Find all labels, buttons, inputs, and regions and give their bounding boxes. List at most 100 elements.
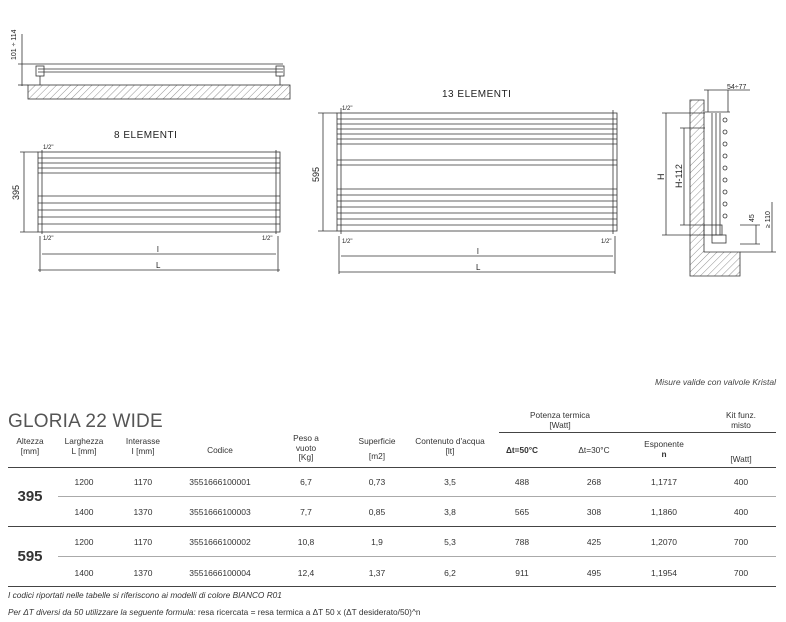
footnote-formula: Per ΔT diversi da 50 utilizzare la segue… (8, 607, 420, 617)
side-H-dim: H (656, 174, 666, 181)
col-interasse-label: Interasse (125, 436, 161, 446)
col-superficie: Superficie [m2] (346, 436, 408, 461)
col-esponente-label: Esponente (644, 439, 684, 449)
product-title: GLORIA 22 WIDE (8, 411, 163, 432)
cell-esponente: 1,2070 (651, 537, 677, 547)
cell-dt30: 268 (586, 477, 602, 487)
cell-dt50: 911 (515, 568, 529, 578)
cell-dt50: 565 (514, 507, 530, 517)
large-half-inch-br: 1/2" (601, 239, 611, 245)
cell-codice: 3551666100004 (189, 568, 251, 578)
col-dt30-label: Δt=30°C (578, 445, 610, 455)
col-peso-line1: Peso a (293, 433, 319, 443)
cell-contenuto: 5,3 (444, 537, 456, 547)
cell-kit: 400 (733, 507, 749, 517)
small-half-inch-br: 1/2" (262, 236, 272, 242)
col-contenuto: Contenuto d'acqua [lt] (410, 436, 490, 456)
cell-esponente: 1,1860 (651, 507, 677, 517)
cell-larghezza: 1200 (74, 537, 94, 547)
col-larghezza: Larghezza L [mm] (58, 436, 110, 456)
small-radiator-drawing (20, 150, 281, 272)
cell-superficie: 0,73 (368, 477, 386, 487)
col-superficie-label: Superficie (358, 436, 396, 446)
col-kit-unit: [Watt] (730, 454, 752, 464)
col-codice: Codice (180, 445, 260, 456)
col-esponente-n: n (661, 448, 667, 459)
footnote-codes: I codici riportati nelle tabelle si rife… (8, 590, 282, 600)
table-top-line (499, 432, 776, 433)
cell-interasse: 1370 (133, 568, 153, 578)
footnote-formula-expression: resa ricercata = resa termica a ΔT 50 x … (198, 607, 421, 617)
col-codice-label: Codice (207, 445, 233, 455)
col-esponente: Esponente n (636, 439, 692, 459)
cell-larghezza: 1200 (74, 477, 94, 487)
cell-superficie: 1,37 (368, 568, 386, 578)
cell-kit: 700 (733, 568, 749, 578)
col-larghezza-label: Larghezza (64, 436, 104, 446)
group-divider (8, 526, 776, 527)
large-radiator-label: 13 ELEMENTI (442, 89, 511, 100)
cell-contenuto: 3,8 (444, 507, 456, 517)
col-peso: Peso a vuoto [Kg] (284, 433, 328, 463)
group-height-395: 395 (17, 488, 43, 505)
measurement-note: Misure valide con valvole Kristal (655, 377, 776, 387)
side-110-dim: ≥ 110 (765, 211, 772, 228)
col-dt50: Δt=50°C (496, 445, 548, 456)
top-dim-label: 101 ÷ 114 (11, 29, 18, 60)
cell-larghezza: 1400 (74, 568, 94, 578)
col-altezza-unit: [mm] (20, 445, 40, 456)
large-half-inch-bl: 1/2" (342, 239, 352, 245)
cell-kit: 400 (733, 477, 749, 487)
cell-dt50: 488 (514, 477, 530, 487)
kit-line1: Kit funz. (726, 410, 756, 420)
footnote-formula-intro: Per ΔT diversi da 50 utilizzare la segue… (8, 607, 199, 617)
cell-peso: 12,4 (297, 568, 315, 578)
table-bottom-line (8, 586, 776, 587)
top-view-drawing (18, 34, 291, 100)
cell-superficie: 0,85 (368, 507, 386, 517)
large-half-inch-top: 1/2" (342, 106, 352, 112)
col-altezza: Altezza [mm] (8, 436, 52, 456)
col-altezza-label: Altezza (16, 436, 44, 446)
cell-esponente: 1,1717 (651, 477, 677, 487)
cell-kit: 700 (733, 537, 749, 547)
side-depth-dim: 54÷77 (727, 84, 747, 91)
cell-dt30: 495 (586, 568, 602, 578)
cell-interasse: 1370 (133, 507, 153, 517)
large-height-dim: 595 (311, 167, 321, 182)
large-dim-l: l (477, 247, 479, 256)
small-half-inch-bl: 1/2" (43, 236, 53, 242)
col-peso-line2: vuoto (295, 442, 317, 453)
cell-larghezza: 1400 (74, 507, 94, 517)
col-interasse: Interasse I [mm] (118, 436, 168, 456)
potenza-super-header: Potenza termica [Watt] (500, 410, 620, 430)
cell-dt30: 308 (586, 507, 602, 517)
potenza-line2: [Watt] (549, 420, 571, 430)
cell-contenuto: 6,2 (444, 568, 456, 578)
cell-codice: 3551666100003 (189, 507, 251, 517)
col-interasse-unit: I [mm] (131, 445, 155, 456)
small-half-inch-top: 1/2" (43, 145, 53, 151)
header-bottom-line (8, 467, 776, 468)
col-superficie-unit: [m2] (368, 450, 386, 461)
row-divider (58, 496, 776, 497)
col-contenuto-label: Contenuto d'acqua (415, 436, 485, 446)
group-height-595: 595 (17, 548, 43, 565)
large-dim-L: L (476, 263, 481, 272)
side-view-drawing (662, 89, 776, 277)
cell-interasse: 1170 (133, 537, 153, 547)
technical-drawings: 101 ÷ 114 8 ELEMENTI 395 1/2" 1/2" 1/2" … (11, 29, 776, 277)
kit-super-header: Kit funz. misto (713, 410, 769, 430)
cell-superficie: 1,9 (371, 537, 383, 547)
side-45-dim: 45 (749, 214, 756, 222)
side-H112-dim: H-112 (674, 164, 684, 188)
cell-codice: 3551666100002 (189, 537, 251, 547)
cell-peso: 7,7 (300, 507, 312, 517)
cell-dt30: 425 (586, 537, 602, 547)
small-dim-L: L (156, 261, 161, 270)
row-divider (58, 556, 776, 557)
kit-line2: misto (731, 420, 751, 430)
col-peso-line3: [Kg] (298, 452, 314, 462)
cell-interasse: 1170 (133, 477, 153, 487)
col-dt30: Δt=30°C (568, 445, 620, 456)
